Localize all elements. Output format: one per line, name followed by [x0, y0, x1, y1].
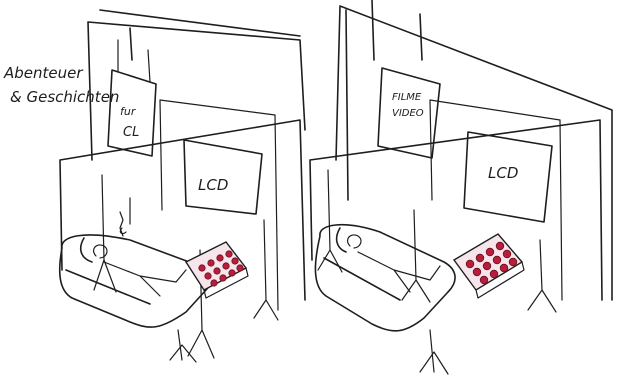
- right-back-wall: [310, 120, 602, 300]
- right-poster-line1: FILME: [392, 92, 422, 103]
- left-lcd-label: LCD: [198, 176, 228, 194]
- left-couch: [60, 235, 212, 327]
- wall-note-line1: Abenteuer: [3, 64, 83, 82]
- right-poster-line2: VIDEO: [392, 108, 424, 119]
- left-poster-line2: CL: [123, 125, 139, 140]
- left-button-pad: [186, 242, 248, 298]
- wall-note-line2: & Geschichten: [10, 88, 119, 106]
- left-front-stand: [170, 330, 196, 362]
- left-scene: Abenteuer & Geschichten fur CL LCD: [3, 10, 305, 362]
- right-stands: [318, 170, 556, 312]
- left-poster-line1: fur: [120, 105, 137, 118]
- right-front-stand: [420, 330, 448, 374]
- right-person: [348, 235, 440, 292]
- left-back-wall: [60, 120, 305, 300]
- right-lcd-label: LCD: [488, 164, 518, 182]
- left-headphone-cable: [120, 198, 130, 236]
- right-scene: FILME VIDEO LCD: [310, 0, 612, 374]
- right-couch-cushion: [324, 228, 400, 300]
- left-poster-strings: [118, 40, 150, 82]
- right-button-pad: [454, 234, 524, 298]
